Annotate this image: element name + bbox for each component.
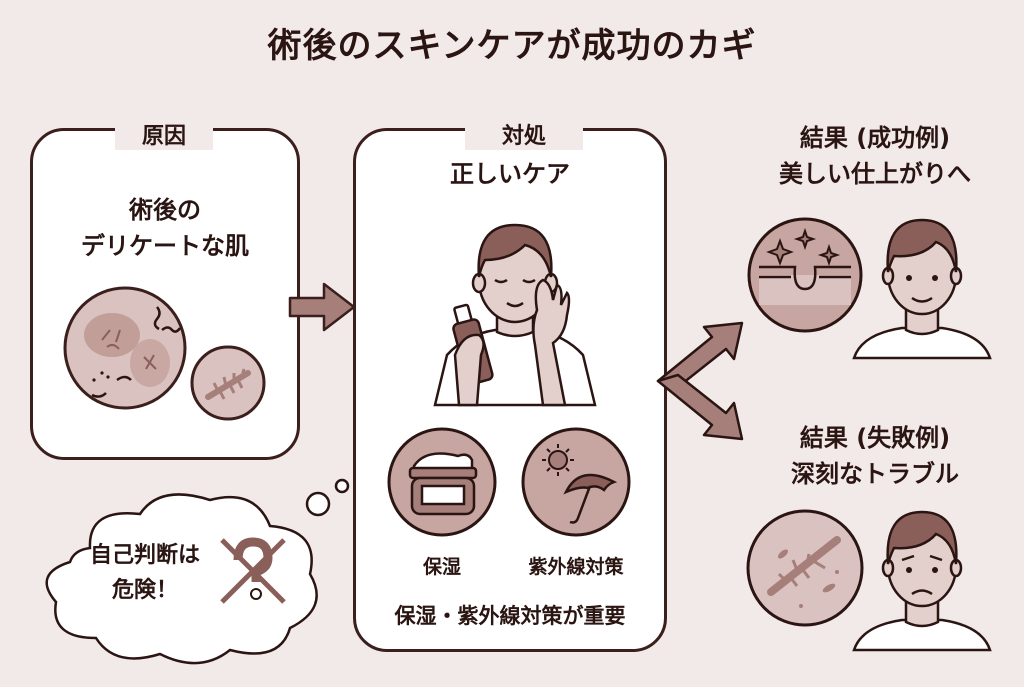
cause-heading-line2: デリケートな肌 — [81, 232, 249, 260]
worried-person-icon — [852, 510, 992, 652]
thought-cloud — [45, 478, 350, 665]
failure-heading-line2: 深刻なトラブル — [791, 460, 959, 488]
uv-protection-label: 紫外線対策 — [528, 556, 624, 578]
cream-jar-icon — [387, 427, 497, 537]
branch-arrows-icon — [656, 321, 744, 441]
action-label: 対処 — [465, 118, 583, 150]
smiling-person-icon — [852, 218, 992, 360]
crossed-question-mark-icon — [220, 537, 286, 604]
irritated-skin-icon — [63, 286, 187, 410]
damaged-scar-icon — [746, 509, 864, 627]
warning-line2: 危険！ — [111, 578, 178, 603]
moisturize-label: 保湿 — [422, 556, 461, 578]
success-heading-line2: 美しい仕上がりへ — [779, 160, 971, 188]
page-title: 術後のスキンケアが成功のカギ — [267, 26, 757, 66]
arrow-right-icon — [288, 282, 356, 332]
healthy-skin-icon — [747, 217, 863, 333]
cause-label: 原因 — [115, 118, 213, 150]
sun-umbrella-icon — [521, 427, 631, 537]
action-heading: 正しいケア — [450, 160, 570, 188]
incision-scar-icon — [190, 345, 266, 421]
action-footer: 保湿・紫外線対策が重要 — [394, 604, 626, 628]
cause-heading-line1: 術後の — [129, 196, 201, 224]
failure-heading-line1: 結果 (失敗例) — [799, 424, 951, 452]
warning-line1: 自己判断は — [89, 543, 200, 568]
person-applying-skincare-icon — [433, 223, 597, 407]
success-heading-line1: 結果 (成功例) — [799, 124, 951, 152]
